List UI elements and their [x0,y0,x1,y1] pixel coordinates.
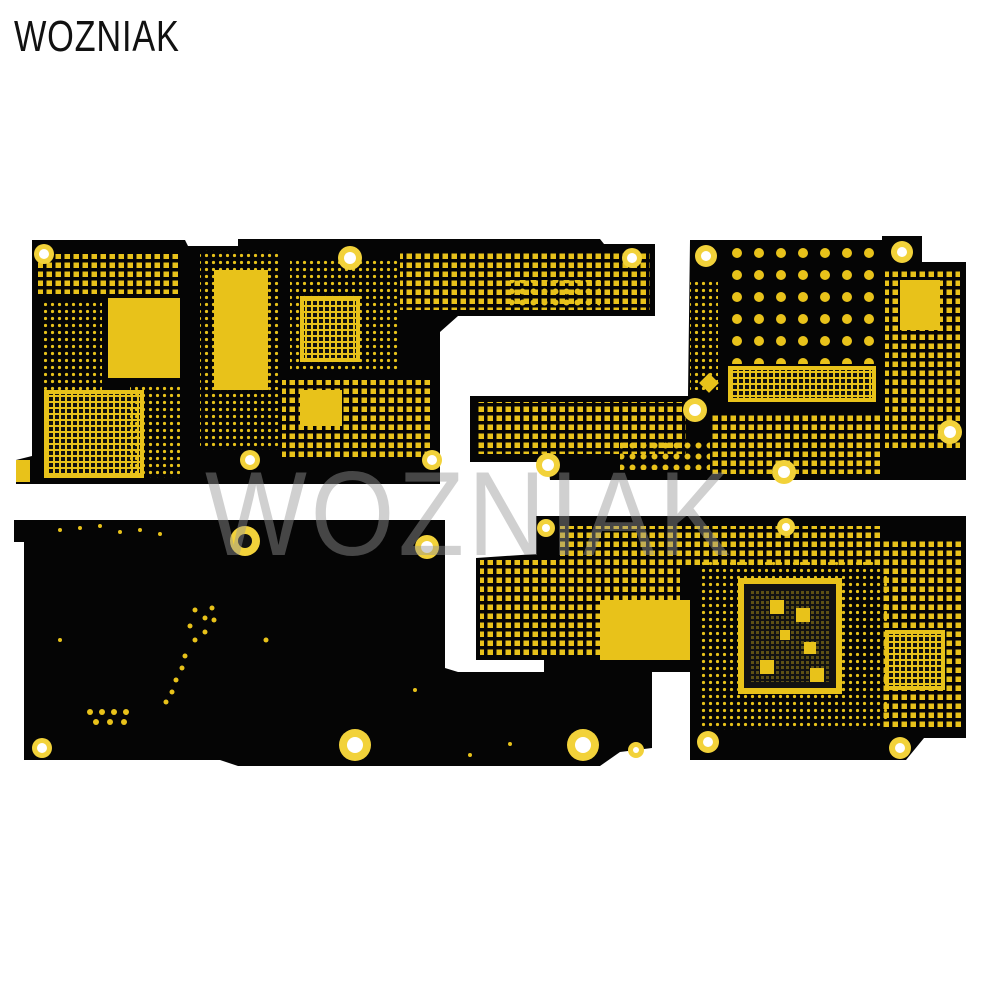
brand-logo: WOZNIAK [14,12,180,61]
upper-logic-board-top [16,239,655,484]
lower-logic-board-right [476,516,966,760]
upper-logic-board-right [470,236,966,484]
lower-logic-board-left [14,520,652,766]
